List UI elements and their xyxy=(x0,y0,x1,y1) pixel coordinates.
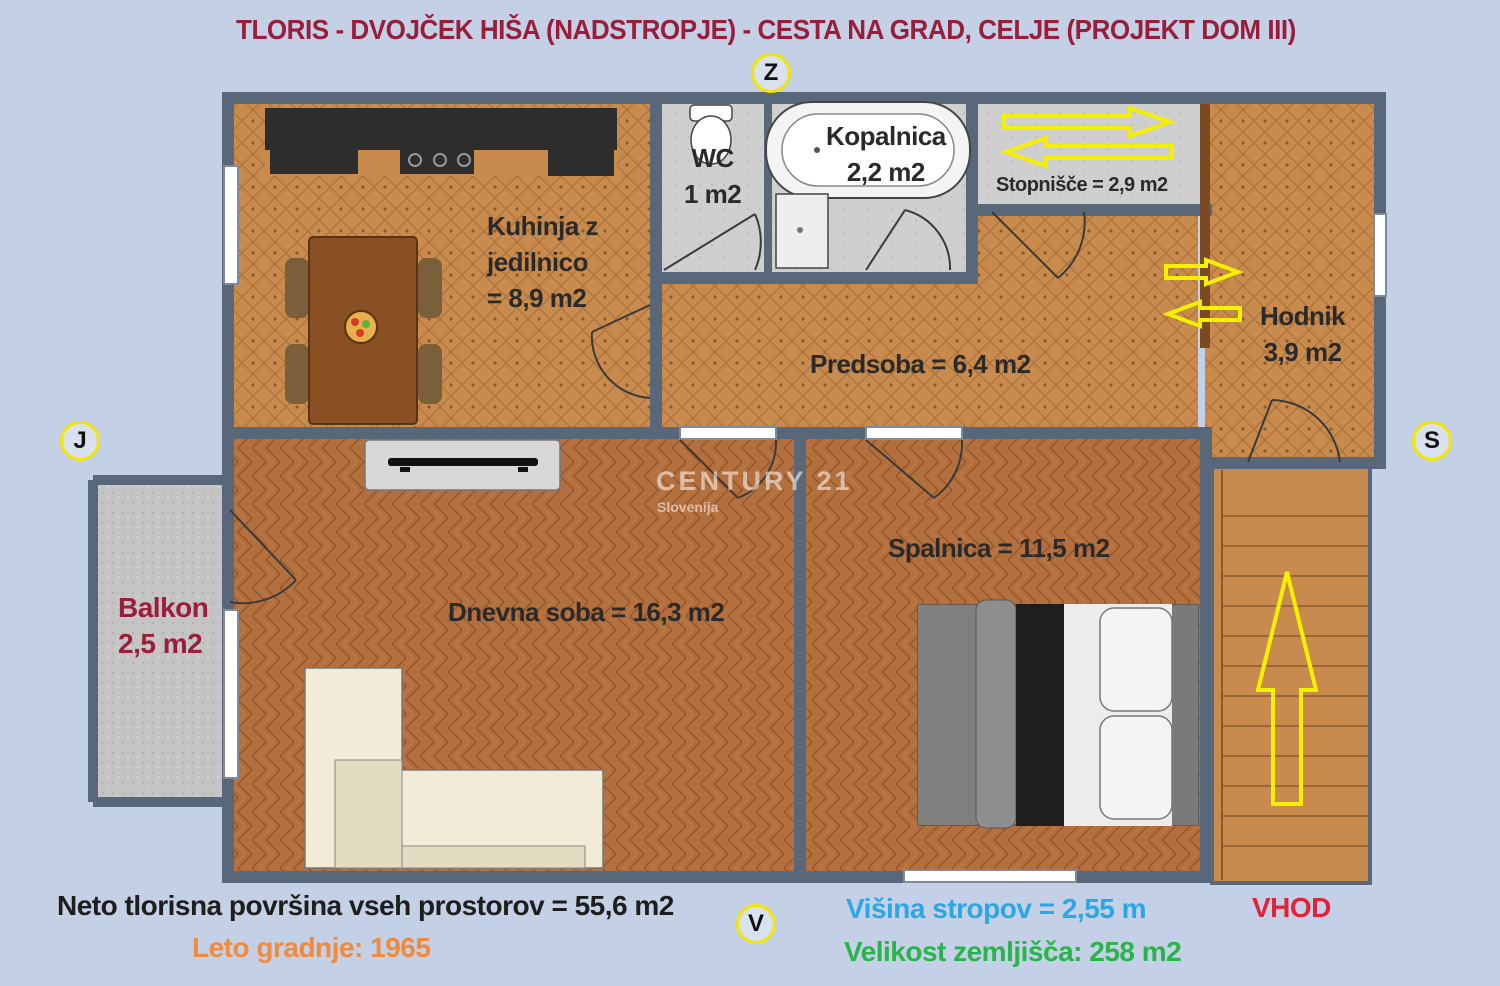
compass-south: V xyxy=(736,904,776,944)
kitchen-counter xyxy=(265,108,617,176)
build-year-text: Leto gradnje: 1965 xyxy=(192,932,431,963)
plan-title: TLORIS - DVOJČEK HIŠA (NADSTROPJE) - CES… xyxy=(236,14,1296,45)
stairwell-label: Stopnišče = 2,9 m2 xyxy=(996,174,1168,196)
balcony-label: Balkon 2,5 m2 xyxy=(118,592,209,659)
ceiling-height-text: Višina stropov = 2,55 m xyxy=(846,893,1147,924)
hallway-floor xyxy=(1205,98,1377,460)
entrance-label: VHOD xyxy=(1252,892,1331,923)
entrance-arrow-icon xyxy=(1255,571,1319,806)
compass-east: S xyxy=(1412,421,1452,461)
windows xyxy=(223,165,1387,883)
shower-icon xyxy=(775,193,829,269)
bathroom-label: Kopalnica 2,2 m2 xyxy=(826,121,946,187)
entrance-stairs xyxy=(1210,463,1372,885)
compass-north: Z xyxy=(751,53,791,93)
bathtub-icon xyxy=(765,101,971,199)
tv-console xyxy=(364,439,561,491)
balcony-floor xyxy=(95,480,228,800)
toilet-icon xyxy=(689,104,733,165)
anteroom-label: Predsoba = 6,4 m2 xyxy=(810,349,1031,379)
balcony-walls xyxy=(88,475,226,807)
doors xyxy=(229,209,1341,605)
watermark-brand: CENTURY 21 xyxy=(656,466,853,496)
hallway-label: Hodnik 3,9 m2 xyxy=(1260,301,1346,367)
bed xyxy=(917,599,1199,829)
net-area-text: Neto tlorisna površina vseh prostorov = … xyxy=(57,890,674,921)
stair-arrows-icon xyxy=(999,105,1244,329)
sofa xyxy=(304,667,604,869)
living-room-label: Dnevna soba = 16,3 m2 xyxy=(448,597,725,627)
wc-label: WC 1 m2 xyxy=(684,143,742,209)
dining-table xyxy=(285,236,442,425)
kitchen-label: Kuhinja z jedilnico = 8,9 m2 xyxy=(487,211,599,313)
bedroom-label: Spalnica = 11,5 m2 xyxy=(888,533,1110,563)
compass-west: J xyxy=(60,421,100,461)
plot-size-text: Velikost zemljišča: 258 m2 xyxy=(844,936,1182,967)
watermark-sub: Slovenija xyxy=(657,499,719,515)
